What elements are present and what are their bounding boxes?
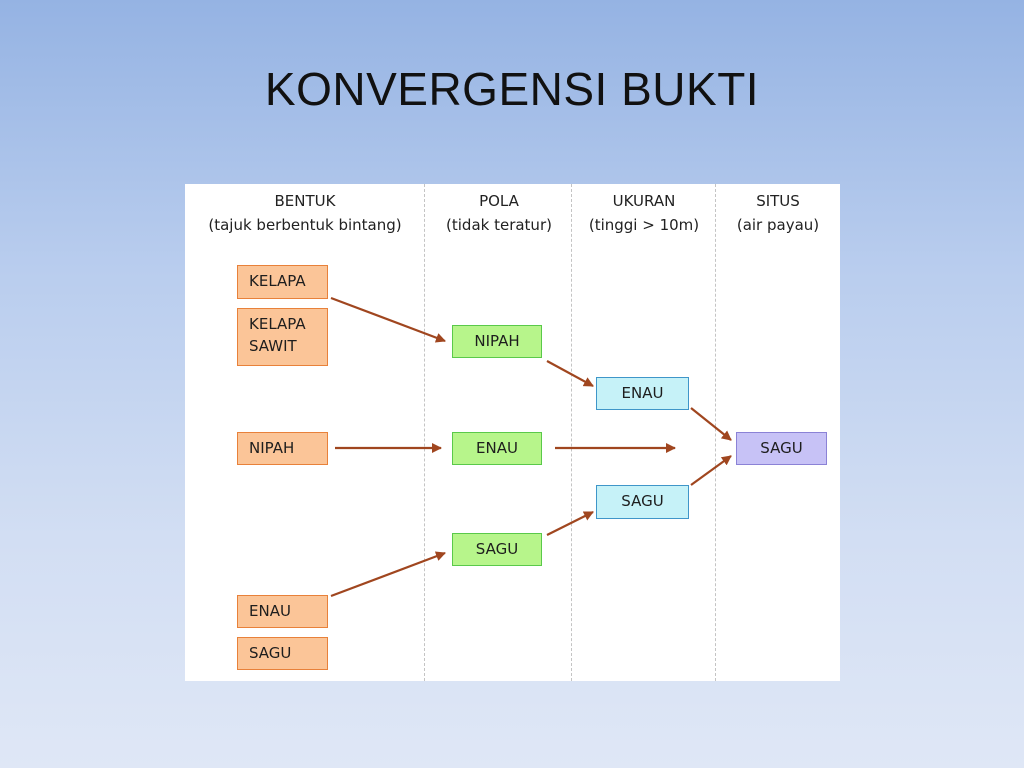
column-header-subtitle: (tinggi > 10m): [588, 216, 700, 234]
column-header-title: SITUS: [756, 192, 800, 210]
box-bentuk-kelapa: KELAPA: [237, 265, 328, 299]
box-bentuk-nipah: NIPAH: [237, 432, 328, 465]
box-label: SAGU: [475, 540, 519, 558]
box-ukuran-enau: ENAU: [596, 377, 689, 410]
convergence-diagram: BENTUK (tajuk berbentuk bintang) POLA (t…: [185, 184, 840, 681]
box-bentuk-sagu: SAGU: [237, 637, 328, 670]
box-label: SAGU: [760, 439, 803, 457]
arrow-enau-to-sagu: [330, 551, 446, 598]
box-pola-nipah: NIPAH: [452, 325, 542, 358]
slide-title: KONVERGENSI BUKTI: [264, 63, 760, 115]
box-label-line2: SAWIT: [249, 337, 297, 355]
box-label-line1: KELAPA: [249, 315, 306, 333]
box-label: ENAU: [621, 384, 664, 402]
box-label: SAGU: [249, 644, 292, 662]
column-divider: [715, 184, 716, 681]
box-label: ENAU: [476, 439, 518, 457]
box-label: NIPAH: [249, 439, 295, 457]
box-situs-sagu: SAGU: [736, 432, 827, 465]
column-header-pola: POLA (tidak teratur): [430, 189, 568, 237]
arrow-pola-sagu-to-ukuran-sagu: [546, 511, 594, 536]
column-divider: [424, 184, 425, 681]
arrow-pola-nipah-to-ukuran-enau: [546, 360, 594, 387]
box-pola-sagu: SAGU: [452, 533, 542, 566]
column-header-ukuran: UKURAN (tinggi > 10m): [575, 189, 713, 237]
column-header-situs: SITUS (air payau): [719, 189, 837, 237]
box-pola-enau: ENAU: [452, 432, 542, 465]
box-label: SAGU: [621, 492, 664, 510]
box-bentuk-kelapa-sawit: KELAPA SAWIT: [237, 308, 328, 366]
arrow-ukuran-sagu-to-situs-sagu: [690, 455, 732, 486]
column-header-subtitle: (tajuk berbentuk bintang): [208, 216, 402, 234]
arrow-kelapa-to-nipah: [330, 296, 446, 343]
column-header-subtitle: (air payau): [736, 216, 820, 234]
column-header-title: UKURAN: [612, 192, 676, 210]
column-header-title: BENTUK: [274, 192, 336, 210]
column-header-title: POLA: [479, 192, 519, 210]
box-label: ENAU: [249, 602, 291, 620]
column-divider: [571, 184, 572, 681]
box-bentuk-enau: ENAU: [237, 595, 328, 628]
box-label: NIPAH: [474, 332, 520, 350]
column-header-bentuk: BENTUK (tajuk berbentuk bintang): [188, 189, 422, 237]
box-label: KELAPA: [249, 272, 306, 290]
box-ukuran-sagu: SAGU: [596, 485, 689, 519]
column-header-subtitle: (tidak teratur): [446, 216, 552, 234]
arrow-ukuran-enau-to-situs-sagu: [690, 407, 732, 441]
